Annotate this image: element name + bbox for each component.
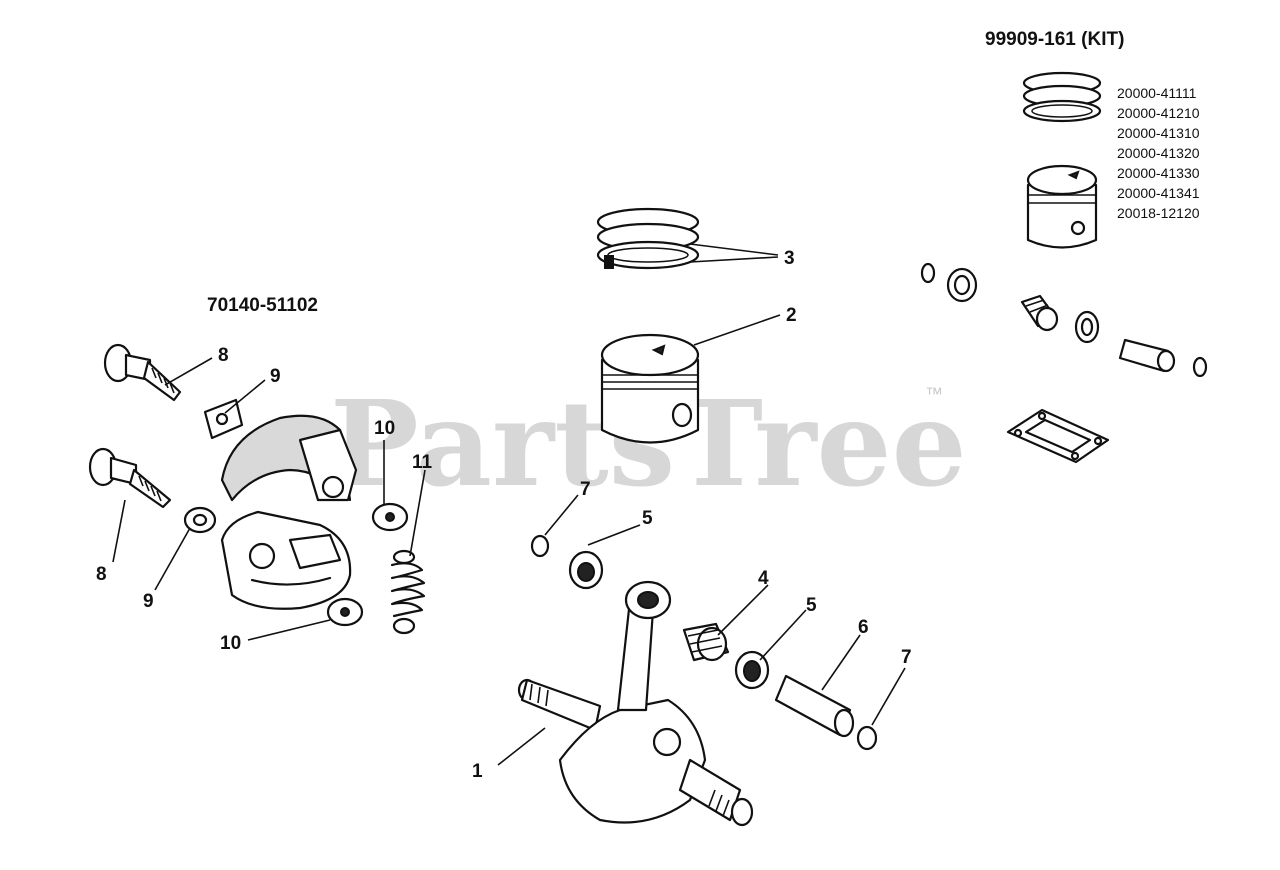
callout-7[interactable]: 7	[901, 647, 912, 668]
kit-seal-right[interactable]	[1074, 310, 1100, 344]
kit-part-number[interactable]: 20000-41210	[1117, 105, 1200, 121]
crankshaft[interactable]	[517, 580, 754, 827]
callout-8[interactable]: 8	[96, 564, 107, 585]
kit-part-number[interactable]: 20000-41341	[1117, 185, 1200, 201]
seal-right[interactable]	[734, 650, 770, 690]
seal-left[interactable]	[568, 550, 604, 590]
callout-2[interactable]: 2	[786, 305, 797, 326]
circlip-right[interactable]	[856, 725, 878, 751]
kit-part-number[interactable]: 20000-41310	[1117, 125, 1200, 141]
callout-9[interactable]: 9	[270, 366, 281, 387]
kit-needle-bearing[interactable]	[1020, 294, 1059, 332]
watermark-trademark: ™	[925, 384, 943, 404]
kit-piston[interactable]	[1026, 164, 1098, 249]
clutch-washer-10-upper[interactable]	[371, 502, 409, 532]
clutch-washer-lower[interactable]	[183, 506, 217, 534]
callout-8[interactable]: 8	[218, 345, 229, 366]
piston[interactable]	[600, 333, 700, 444]
callout-11[interactable]: 11	[412, 452, 433, 473]
piston-pin[interactable]	[774, 674, 855, 738]
kit-part-number[interactable]: 20018-12120	[1117, 205, 1200, 221]
circlip-left[interactable]	[530, 534, 550, 558]
clutch-spring[interactable]	[390, 549, 426, 635]
callout-10[interactable]: 10	[220, 633, 241, 654]
kit-part-number[interactable]: 20000-41320	[1117, 145, 1200, 161]
clutch-shoe-upper[interactable]	[220, 414, 358, 502]
kit-part-number[interactable]: 20000-41330	[1117, 165, 1200, 181]
callout-5[interactable]: 5	[806, 595, 817, 616]
clutch-assembly-title[interactable]: 70140-51102	[207, 295, 318, 316]
clutch-bolt-lower[interactable]	[88, 447, 172, 509]
clutch-washer-upper[interactable]	[203, 398, 244, 440]
callout-5[interactable]: 5	[642, 508, 653, 529]
clutch-washer-10-lower[interactable]	[326, 597, 364, 627]
kit-piston-rings[interactable]	[1022, 71, 1102, 123]
piston-rings[interactable]	[596, 207, 700, 270]
callout-6[interactable]: 6	[858, 617, 869, 638]
callout-1[interactable]: 1	[472, 761, 483, 782]
kit-circlip-left[interactable]	[920, 262, 936, 284]
kit-seal-left[interactable]	[946, 267, 978, 303]
kit-piston-pin[interactable]	[1118, 338, 1176, 373]
needle-bearing[interactable]	[682, 622, 730, 662]
clutch-bolt-upper[interactable]	[103, 343, 182, 402]
callout-7[interactable]: 7	[580, 479, 591, 500]
clutch-shoe-lower[interactable]	[220, 510, 352, 610]
kit-gasket[interactable]	[1006, 408, 1110, 464]
kit-part-number-list: 20000-41111 20000-41210 20000-41310 2000…	[1117, 85, 1200, 221]
leader-lines	[112, 243, 906, 766]
callout-9[interactable]: 9	[143, 591, 154, 612]
kit-title[interactable]: 99909-161 (KIT)	[985, 29, 1124, 50]
callout-10[interactable]: 10	[374, 418, 395, 439]
kit-part-number[interactable]: 20000-41111	[1117, 85, 1197, 101]
callout-3[interactable]: 3	[784, 248, 795, 269]
kit-circlip-right[interactable]	[1192, 356, 1208, 378]
callout-4[interactable]: 4	[758, 568, 769, 589]
